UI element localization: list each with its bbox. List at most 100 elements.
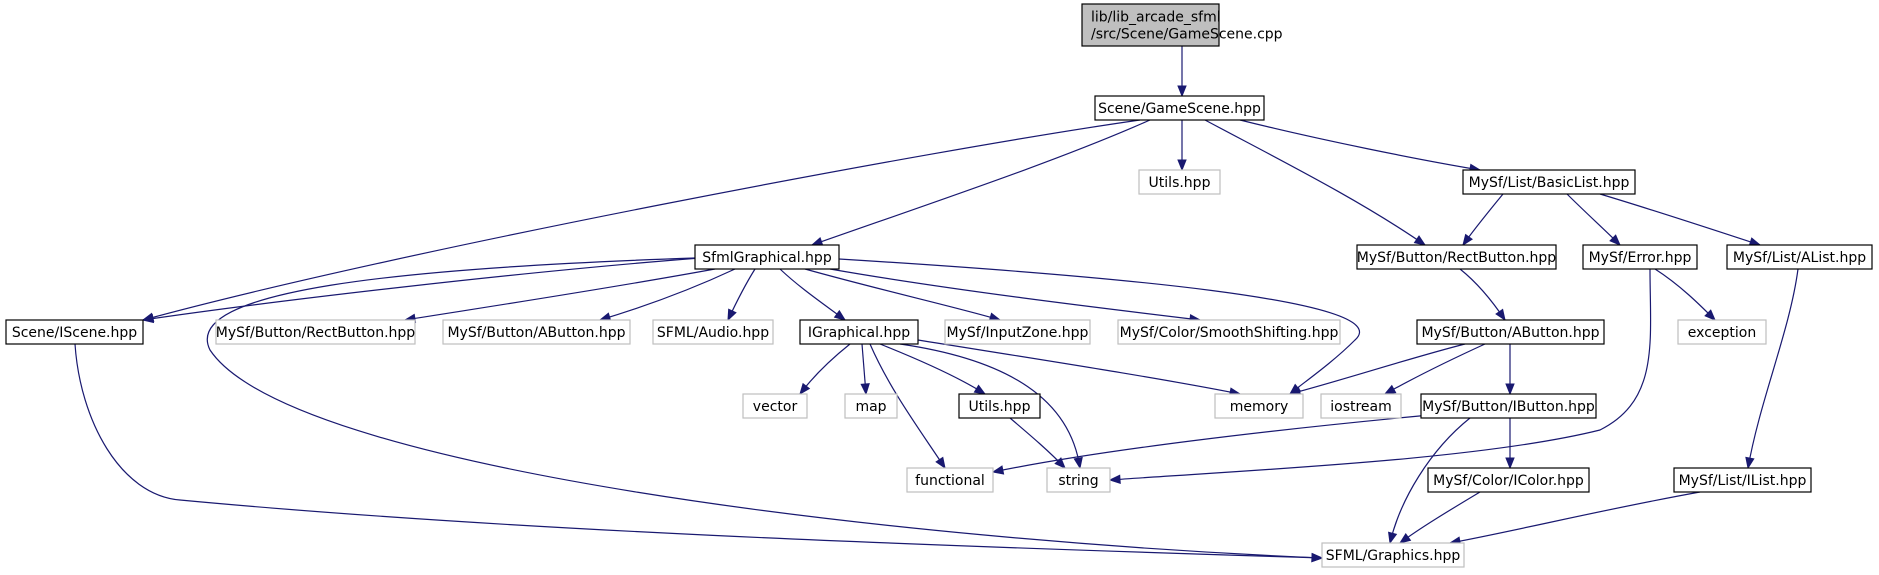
edge-igraphical-to-memory [917, 339, 1242, 397]
edge-line [404, 268, 716, 321]
edge-abutton_doc-to-ibutton [1505, 344, 1515, 396]
edge-alist-to-ilist [1745, 268, 1799, 470]
edge-line [599, 268, 736, 321]
edge-iscene-to-sfml_graphics [74, 343, 1324, 563]
node-sfmlgraphical[interactable]: SfmlGraphical.hpp [694, 244, 840, 270]
node-box [1427, 467, 1590, 493]
node-abutton_ext: MySf/Button/AButton.hpp [442, 319, 631, 345]
node-label: MySf/Error.hpp [1589, 250, 1692, 266]
node-label: MySf/Button/RectButton.hpp [1357, 250, 1557, 266]
node-box [652, 319, 774, 345]
node-label: Scene/GameScene.hpp [1098, 101, 1261, 117]
node-box [694, 244, 840, 270]
edge-line [142, 119, 1141, 321]
arrow-head-icon [1609, 234, 1621, 246]
edge-sfmlgraphical-to-sfml_audio [727, 268, 756, 322]
arrow-head-icon [1495, 308, 1506, 322]
arrow-head-icon [1383, 384, 1397, 395]
arrow-head-icon [1745, 456, 1755, 470]
node-utils_doc[interactable]: Utils.hpp [958, 393, 1041, 419]
node-exception: exception [1677, 319, 1767, 345]
edge-line [899, 343, 1081, 469]
edge-sfmlgraphical-to-inputzone [804, 268, 1002, 322]
edge-line [869, 343, 946, 469]
node-ilist[interactable]: MySf/List/IList.hpp [1673, 467, 1812, 493]
node-box [1420, 393, 1597, 419]
node-box [1081, 3, 1220, 47]
arrow-head-icon [1073, 456, 1083, 470]
edge-icolor-to-sfml_graphics [1398, 491, 1481, 544]
node-label: memory [1230, 399, 1289, 415]
node-ibutton[interactable]: MySf/Button/IButton.hpp [1420, 393, 1597, 419]
node-box [944, 319, 1091, 345]
edge-igraphical-to-utils_doc [879, 343, 987, 395]
node-box [1416, 319, 1605, 345]
edge-line [1399, 491, 1481, 544]
arrow-head-icon [727, 308, 737, 322]
node-rectbutton_ext: MySf/Button/RectButton.hpp [215, 319, 416, 345]
node-label: Scene/IScene.hpp [12, 325, 137, 341]
node-icolor[interactable]: MySf/Color/IColor.hpp [1427, 467, 1590, 493]
edge-line [1599, 193, 1761, 246]
edge-sfmlgraphical-to-abutton_ext [598, 268, 736, 322]
node-label: Utils.hpp [969, 399, 1031, 415]
node-label: MySf/List/BasicList.hpp [1469, 175, 1630, 191]
edge-utils_doc-to-string [1009, 417, 1066, 469]
edge-basiclist-to-rectbutton_doc [1462, 193, 1504, 247]
node-box [1214, 393, 1304, 419]
node-basiclist[interactable]: MySf/List/BasicList.hpp [1462, 169, 1636, 195]
node-memory: memory [1214, 393, 1304, 419]
node-gamescene_hpp[interactable]: Scene/GameScene.hpp [1094, 95, 1265, 121]
edge-line [1289, 343, 1466, 395]
arrow-head-icon [833, 309, 847, 321]
edge-line [799, 343, 851, 395]
node-abutton_doc[interactable]: MySf/Button/AButton.hpp [1416, 319, 1605, 345]
node-label: MySf/List/AList.hpp [1733, 250, 1866, 266]
arrow-head-icon [1505, 457, 1515, 470]
node-box [1356, 244, 1557, 270]
node-utils_ext: Utils.hpp [1138, 169, 1221, 195]
node-iscene[interactable]: Scene/IScene.hpp [5, 319, 144, 345]
node-box [215, 319, 416, 345]
edge-gamescene_hpp-to-utils_ext [1177, 120, 1187, 172]
edge-sfmlgraphical-to-igraphical [779, 268, 847, 321]
node-alist[interactable]: MySf/List/AList.hpp [1726, 244, 1873, 270]
node-label: MySf/Button/AButton.hpp [1421, 325, 1599, 341]
arrow-head-icon [860, 383, 870, 396]
node-box [799, 319, 919, 345]
edge-line [879, 343, 986, 395]
arrow-head-icon [1398, 532, 1412, 544]
node-label: MySf/Color/IColor.hpp [1433, 473, 1584, 489]
node-sfml_graphics: SFML/Graphics.hpp [1321, 542, 1465, 568]
edge-root-to-gamescene_hpp [1177, 46, 1187, 98]
node-iostream: iostream [1320, 393, 1402, 419]
node-box [742, 393, 808, 419]
node-label: SFML/Graphics.hpp [1326, 548, 1461, 564]
arrow-head-icon [935, 456, 946, 470]
node-igraphical[interactable]: IGraphical.hpp [799, 319, 919, 345]
edge-line [1449, 491, 1701, 544]
node-box [906, 467, 994, 493]
node-rectbutton_doc[interactable]: MySf/Button/RectButton.hpp [1356, 244, 1557, 270]
edge-ibutton-to-icolor [1505, 418, 1515, 470]
edge-ilist-to-sfml_graphics [1448, 491, 1701, 546]
edge-line [74, 343, 1323, 559]
edge-rectbutton_doc-to-abutton_doc [1459, 268, 1506, 322]
arrow-head-icon [810, 237, 824, 246]
node-box [1462, 169, 1636, 195]
node-box [1321, 542, 1465, 568]
node-label: MySf/Button/IButton.hpp [1422, 399, 1595, 415]
node-functional: functional [906, 467, 994, 493]
edge-abutton_doc-to-iostream [1383, 343, 1486, 395]
node-label: vector [753, 399, 798, 415]
edge-line [1747, 268, 1799, 469]
node-box [1320, 393, 1402, 419]
node-root[interactable]: lib/lib_arcade_sfml/src/Scene/GameScene.… [1081, 3, 1283, 47]
arrow-head-icon [991, 465, 1005, 475]
node-box [1677, 319, 1767, 345]
edge-line [1654, 268, 1716, 321]
node-label: Utils.hpp [1149, 175, 1211, 191]
node-error[interactable]: MySf/Error.hpp [1582, 244, 1698, 270]
arrow-head-icon [1177, 85, 1187, 98]
